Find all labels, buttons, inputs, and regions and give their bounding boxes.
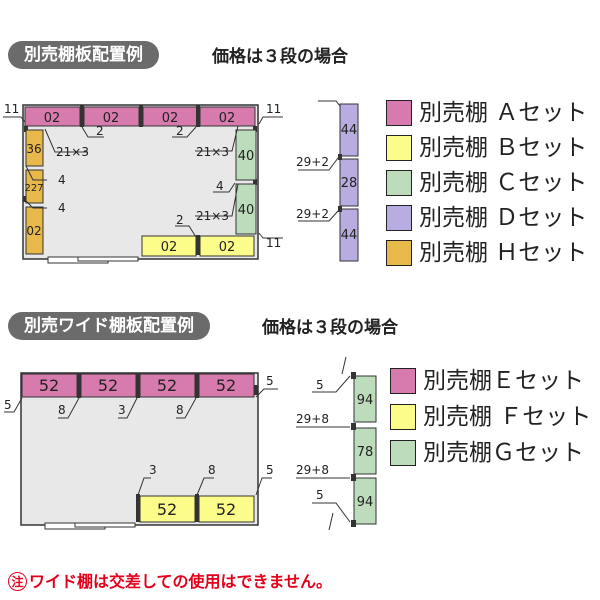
shelf-d-1 [339, 103, 359, 157]
shelf-a-3-label: 02 [162, 111, 179, 126]
shelf-g-1-label: 94 [357, 393, 374, 408]
shelf-f-2 [198, 495, 255, 523]
dim-d1-top-right: 11 [266, 102, 281, 116]
legend-label: 別売棚 Ｂセット [419, 135, 588, 161]
section2-title: 別売ワイド棚板配置例 [8, 312, 210, 340]
shelf-c-2 [235, 183, 257, 235]
diagram2-floorplan: 52 52 52 52 52 52 [4, 372, 278, 530]
caution-icon: 注 [8, 572, 27, 591]
dim-d1-left-4a: 4 [58, 173, 66, 187]
dim-d2-right: 5 [266, 374, 274, 388]
dim-d1-post-b: 21×3 [196, 145, 229, 159]
dim-d2-side-29b: 29+8 [296, 463, 329, 477]
shelf-c-1-label: 40 [238, 149, 255, 164]
dim-d2-gap-8a: 8 [58, 403, 66, 417]
diagram1-floorplan: 02 02 02 02 36 227 02 [3, 102, 283, 264]
legend-label: 別売棚 Ｆセット [423, 404, 592, 430]
legend-swatch [386, 135, 412, 161]
shelf-c-1 [235, 129, 257, 181]
shelf-g-2-label: 78 [357, 445, 374, 460]
warning-text: ワイド棚は交差しての使用はできません。 [29, 572, 333, 591]
shelf-b-1 [141, 235, 197, 257]
shelf-g-3 [353, 477, 377, 525]
legend-label: 別売棚 Ｈセット [419, 240, 588, 266]
legend-swatch [386, 240, 412, 266]
shelf-h-1-label: 36 [26, 142, 41, 156]
shelf-d-3-label: 44 [341, 228, 358, 243]
shelf-d-2-label: 28 [341, 176, 358, 191]
dim-d1-gap-c: 2 [176, 213, 184, 227]
shelf-g-3-label: 94 [357, 495, 374, 510]
dim-d1-top-left: 11 [4, 102, 19, 116]
dim-d2-side-5b: 5 [316, 488, 324, 502]
shelf-g-1 [353, 375, 377, 423]
section2-price-note: 価格は３段の場合 [262, 318, 398, 338]
diagram1-side-view: 44 28 44 29+2 29+2 [296, 100, 359, 262]
shelf-b-2 [199, 235, 255, 257]
shelf-f-1-label: 52 [157, 500, 177, 519]
legend-swatch [390, 368, 416, 394]
legend-label: 別売棚Ｅセット [423, 368, 584, 394]
shelf-e-1-label: 52 [39, 376, 59, 395]
dim-d1-gap-a: 2 [96, 124, 104, 138]
shelf-f-1 [139, 495, 196, 523]
dim-d2-side-29a: 29+8 [296, 412, 329, 426]
legend-label: 別売棚 Ｄセット [419, 205, 588, 231]
shelf-h-3-label: 02 [26, 224, 41, 238]
shelf-e-3-label: 52 [157, 376, 177, 395]
section1-title: 別売棚板配置例 [8, 41, 159, 69]
shelf-c-2-label: 40 [238, 203, 255, 218]
dim-d2-bot-8: 8 [208, 463, 216, 477]
dim-d2-gap-8b: 8 [176, 403, 184, 417]
shelf-d-1-label: 44 [341, 123, 358, 138]
legend-swatch [386, 100, 412, 126]
dim-d1-left-4b: 4 [58, 201, 66, 215]
dim-d1-side-b: 29+2 [296, 207, 329, 221]
legend-swatch [386, 170, 412, 196]
shelf-b-1-label: 02 [161, 240, 178, 255]
legend-label: 別売棚 Ｃセット [419, 170, 588, 196]
shelf-a-2-label: 02 [103, 111, 120, 126]
shelf-h-2 [25, 169, 44, 204]
shelf-h-1 [25, 129, 44, 167]
shelf-b-2-label: 02 [219, 240, 236, 255]
dim-d2-left: 5 [4, 398, 12, 412]
dim-d1-bottom-right: 11 [266, 236, 281, 250]
dim-d2-bot-3: 3 [149, 463, 157, 477]
legend-swatch [390, 404, 416, 430]
dim-d2-gap-3: 3 [118, 403, 126, 417]
section1-price-note: 価格は３段の場合 [212, 47, 348, 67]
dim-d2-bot-5: 5 [266, 463, 274, 477]
dim-d1-gap-b: 2 [176, 124, 184, 138]
shelf-d-3 [339, 208, 359, 262]
shelf-a-1-label: 02 [44, 111, 61, 126]
warning-note: 注ワイド棚は交差しての使用はできません。 [8, 568, 332, 592]
dim-d2-side-5a: 5 [316, 378, 324, 392]
shelf-h-2-label: 227 [24, 183, 43, 194]
legend-label: 別売棚Ｇセット [423, 440, 584, 466]
legend-swatch [390, 440, 416, 466]
shelf-e-4-label: 52 [216, 376, 236, 395]
dim-d1-side-a: 29+2 [296, 155, 329, 169]
shelf-f-2-label: 52 [216, 500, 236, 519]
shelf-a-4-label: 02 [219, 111, 236, 126]
shelf-d-2 [339, 158, 359, 207]
legend-swatch [386, 205, 412, 231]
shelf-e-2-label: 52 [98, 376, 118, 395]
shelf-g-2 [353, 427, 377, 475]
shelf-h-3 [25, 206, 44, 255]
dim-d1-right-4: 4 [216, 179, 224, 193]
dim-d1-post-a: 21×3 [56, 145, 89, 159]
legend-label: 別売棚 Ａセット [419, 100, 588, 126]
diagram2-side-view: 94 78 94 5 29+8 29+8 5 [296, 356, 377, 531]
dim-d1-post-c: 21×3 [196, 209, 229, 223]
